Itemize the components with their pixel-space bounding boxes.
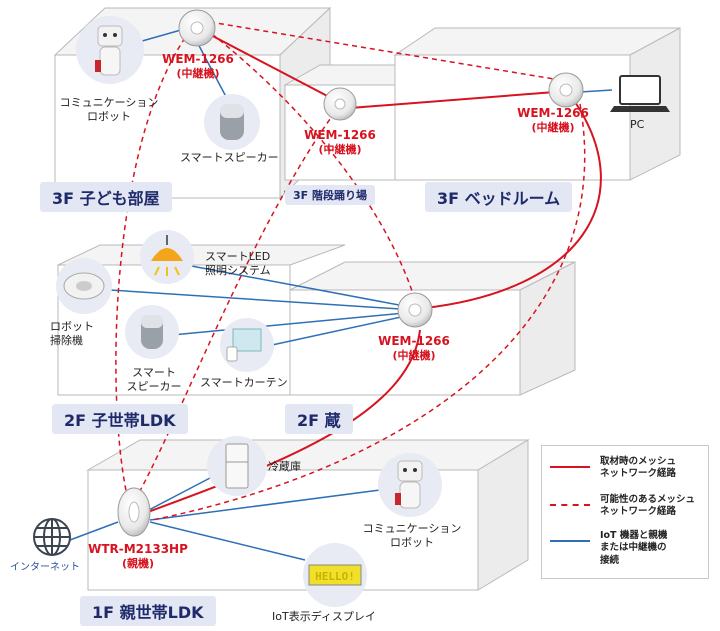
- route-bedroom-2f: [424, 101, 602, 309]
- router-role: (中継機): [176, 67, 220, 80]
- box-2f-ldk-top: [57, 244, 346, 266]
- link-led-router2f: [169, 261, 416, 309]
- router-icon: [178, 9, 216, 47]
- room-label-1f-ldk: 1F 親世帯LDK: [80, 596, 216, 626]
- link-display-parent: [149, 521, 306, 561]
- label-comm-robot-1f: コミュニケーション ロボット: [362, 522, 462, 549]
- router-name: WEM-1266: [162, 52, 234, 66]
- router-icon: [548, 72, 584, 108]
- label-fridge: 冷蔵庫: [268, 460, 301, 473]
- route-2f-parent: [147, 329, 421, 513]
- link-internet-parent: [69, 521, 119, 541]
- router-label-bedroom: WEM-1266 (中継機): [505, 106, 601, 135]
- cleaner-icon: [56, 258, 112, 314]
- label-smart-curtain: スマートカーテン: [200, 376, 288, 389]
- dash-bedroom-parent: [151, 103, 586, 521]
- legend-blue-text: IoT 機器と親機 または中継機の 接続: [600, 530, 668, 566]
- room-label-3f-bed: 3F ベッドルーム: [425, 182, 573, 212]
- label-pc: PC: [630, 118, 645, 131]
- red-dashed-routes: [115, 21, 586, 521]
- router-label-2f: WEM-1266 (中継機): [366, 334, 462, 363]
- curtain-icon: [220, 318, 274, 372]
- router-name: WEM-1266: [517, 106, 589, 120]
- room-label-2f-ldk: 2F 子世帯LDK: [52, 404, 188, 434]
- room-label-2f-storage: 2F 蔵: [285, 404, 353, 434]
- legend-dashed-red-text: 可能性のあるメッシュ ネットワーク経路: [600, 494, 696, 518]
- dash-stairs-parent: [134, 111, 336, 501]
- link-cleaner-router2f: [109, 289, 416, 311]
- label-iot-display: IoT表示ディスプレイ: [272, 610, 376, 623]
- link-robot1f-parent: [149, 489, 381, 521]
- label-smart-led: スマートLED 照明システム: [205, 250, 271, 277]
- blue-links: [69, 27, 613, 561]
- dash-topleft-parent: [115, 37, 186, 501]
- globe-icon: [33, 518, 71, 556]
- label-smart-speaker-2f: スマート スピーカー: [126, 366, 182, 393]
- legend-solid-red-swatch: [550, 466, 590, 468]
- router-role: (中継機): [318, 143, 362, 156]
- router-name: WEM-1266: [304, 128, 376, 142]
- robot-icon: [378, 453, 442, 517]
- box-1f-top: [86, 439, 530, 471]
- dash-topleft-2f: [211, 33, 416, 301]
- router-role: (中継機): [531, 121, 575, 134]
- legend: 取材時のメッシュ ネットワーク経路 可能性のあるメッシュ ネットワーク経路 Io…: [541, 445, 709, 579]
- router-label-top-left: WEM-1266 (中継機): [150, 52, 246, 81]
- lamp-icon: [140, 230, 194, 284]
- link-curtain-router2f: [271, 313, 416, 346]
- label-internet: インターネット: [10, 562, 80, 573]
- router-icon: [323, 87, 357, 121]
- room-label-3f-stairs: 3F 階段踊り場: [285, 185, 375, 205]
- room-label-3f-kids: 3F 子ども部屋: [40, 182, 172, 212]
- router-label-parent: WTR-M2133HP (親機): [78, 542, 198, 571]
- box-3f-bed-front: [394, 54, 631, 181]
- legend-dashed-red-swatch: [550, 504, 590, 506]
- route-stairs-bedroom: [349, 91, 556, 109]
- label-smart-speaker-3f: スマートスピーカー: [180, 151, 279, 164]
- router-role: (親機): [121, 557, 155, 570]
- router-role: (中継機): [392, 349, 436, 362]
- display-hello-text: HELLO!: [315, 570, 355, 583]
- router-label-stairs: WEM-1266 (中継機): [292, 128, 388, 157]
- laptop-icon: [610, 75, 670, 112]
- router-icon: [397, 292, 433, 328]
- robot-icon: [76, 16, 144, 84]
- red-solid-routes: [147, 31, 602, 513]
- link-speaker2f-router2f: [171, 311, 416, 336]
- router-name: WEM-1266: [378, 334, 450, 348]
- fridge-icon: [207, 436, 267, 496]
- display-icon: HELLO!: [303, 543, 367, 607]
- router-name: WTR-M2133HP: [88, 542, 188, 556]
- legend-blue-swatch: [550, 540, 590, 542]
- label-comm-robot-3f: コミュニケーション ロボット: [59, 96, 159, 123]
- speaker-icon: [125, 305, 179, 359]
- legend-solid-red-text: 取材時のメッシュ ネットワーク経路: [600, 456, 677, 480]
- speaker-icon: [204, 94, 260, 150]
- label-robot-cleaner: ロボット 掃除機: [50, 320, 94, 347]
- router-icon: [117, 487, 151, 537]
- link-fridge-parent: [144, 477, 211, 513]
- route-topleft-stairs: [204, 31, 336, 101]
- link-pc-router: [579, 89, 613, 93]
